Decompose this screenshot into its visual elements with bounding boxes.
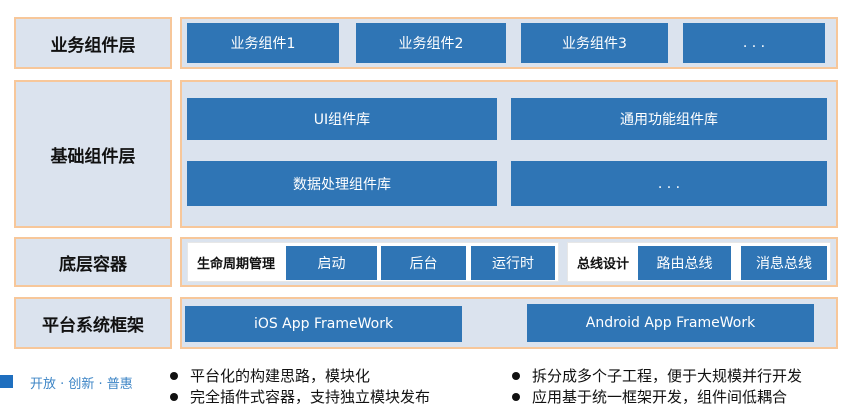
lifecycle-background: 后台 bbox=[381, 246, 466, 280]
footer-bullet-3-text: 拆分成多个子工程，便于大规模并行开发 bbox=[532, 367, 803, 385]
footer-bullet-3: 拆分成多个子工程，便于大规模并行开发 bbox=[512, 365, 802, 386]
footer-tagline: 开放 · 创新 · 普惠 bbox=[30, 377, 133, 392]
business-component-more: . . . bbox=[683, 23, 825, 63]
footer-bullet-2-text: 完全插件式容器，支持独立模块发布 bbox=[190, 388, 431, 406]
bus-label: 总线设计 bbox=[576, 256, 629, 272]
bullet-dot-icon bbox=[512, 392, 520, 401]
business-component-1: 业务组件1 bbox=[187, 23, 339, 63]
footer-accent-bar bbox=[0, 375, 13, 388]
bullet-dot-icon bbox=[170, 371, 178, 380]
ios-app-framework: iOS App FrameWork bbox=[185, 306, 462, 342]
business-component-2: 业务组件2 bbox=[356, 23, 506, 63]
platform-layer-title: 平台系统框架 bbox=[42, 315, 144, 336]
router-bus: 路由总线 bbox=[638, 246, 731, 280]
business-layer-title: 业务组件层 bbox=[50, 35, 136, 56]
platform-layer-label: 平台系统框架 bbox=[14, 297, 172, 349]
footer-bullet-1-text: 平台化的构建思路，模块化 bbox=[190, 367, 371, 385]
base-component-more: . . . bbox=[511, 161, 827, 206]
container-layer-title: 底层容器 bbox=[59, 254, 127, 275]
bullet-dot-icon bbox=[170, 392, 178, 401]
lifecycle-start: 启动 bbox=[286, 246, 377, 280]
business-layer-label: 业务组件层 bbox=[14, 17, 172, 69]
android-app-framework: Android App FrameWork bbox=[527, 304, 814, 342]
footer-bullet-1: 平台化的构建思路，模块化 bbox=[170, 365, 370, 386]
footer-bullet-4-text: 应用基于统一框架开发，组件间低耦合 bbox=[532, 388, 788, 406]
base-layer-label: 基础组件层 bbox=[14, 80, 172, 228]
base-layer-title: 基础组件层 bbox=[50, 146, 136, 167]
message-bus: 消息总线 bbox=[741, 246, 827, 280]
business-component-3: 业务组件3 bbox=[521, 23, 668, 63]
container-layer-label: 底层容器 bbox=[14, 237, 172, 287]
footer-bullet-2: 完全插件式容器，支持独立模块发布 bbox=[170, 386, 430, 407]
lifecycle-runtime: 运行时 bbox=[471, 246, 555, 280]
footer-bullet-4: 应用基于统一框架开发，组件间低耦合 bbox=[512, 386, 787, 407]
lifecycle-label: 生命周期管理 bbox=[196, 256, 275, 272]
data-processing-library: 数据处理组件库 bbox=[187, 161, 497, 206]
ui-component-library: UI组件库 bbox=[187, 98, 497, 140]
common-function-library: 通用功能组件库 bbox=[511, 98, 827, 140]
bullet-dot-icon bbox=[512, 371, 520, 380]
